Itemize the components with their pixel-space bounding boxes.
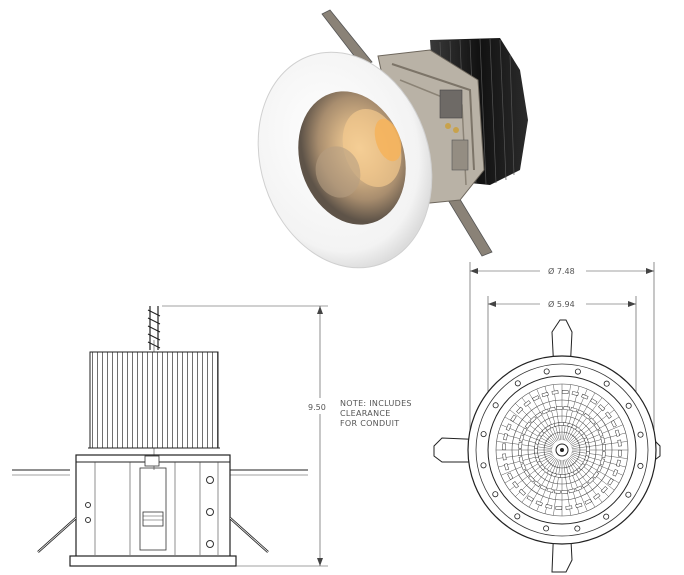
note-line-1: NOTE: INCLUDES — [340, 399, 412, 408]
height-dimension — [162, 305, 328, 567]
outer-diameter-dimension — [469, 262, 655, 430]
top-view — [433, 262, 661, 573]
housing-body — [69, 454, 237, 567]
side-view — [12, 305, 328, 567]
outer-diameter-label: Ø 7.48 — [548, 266, 575, 276]
height-label: 9.50 — [308, 403, 326, 412]
note-line-2: CLEARANCE — [340, 409, 391, 418]
inner-diameter-label: Ø 5.94 — [548, 299, 575, 309]
flange-bolts — [480, 368, 644, 532]
mounting-clips — [37, 517, 269, 553]
reflector — [298, 91, 406, 225]
conduit-note: NOTE: INCLUDES CLEARANCE FOR CONDUIT — [340, 399, 412, 428]
product-photo — [257, 9, 528, 269]
heatsink-fins — [88, 351, 220, 449]
heatsink-fin-spokes — [496, 384, 628, 516]
note-line-3: FOR CONDUIT — [340, 419, 399, 428]
